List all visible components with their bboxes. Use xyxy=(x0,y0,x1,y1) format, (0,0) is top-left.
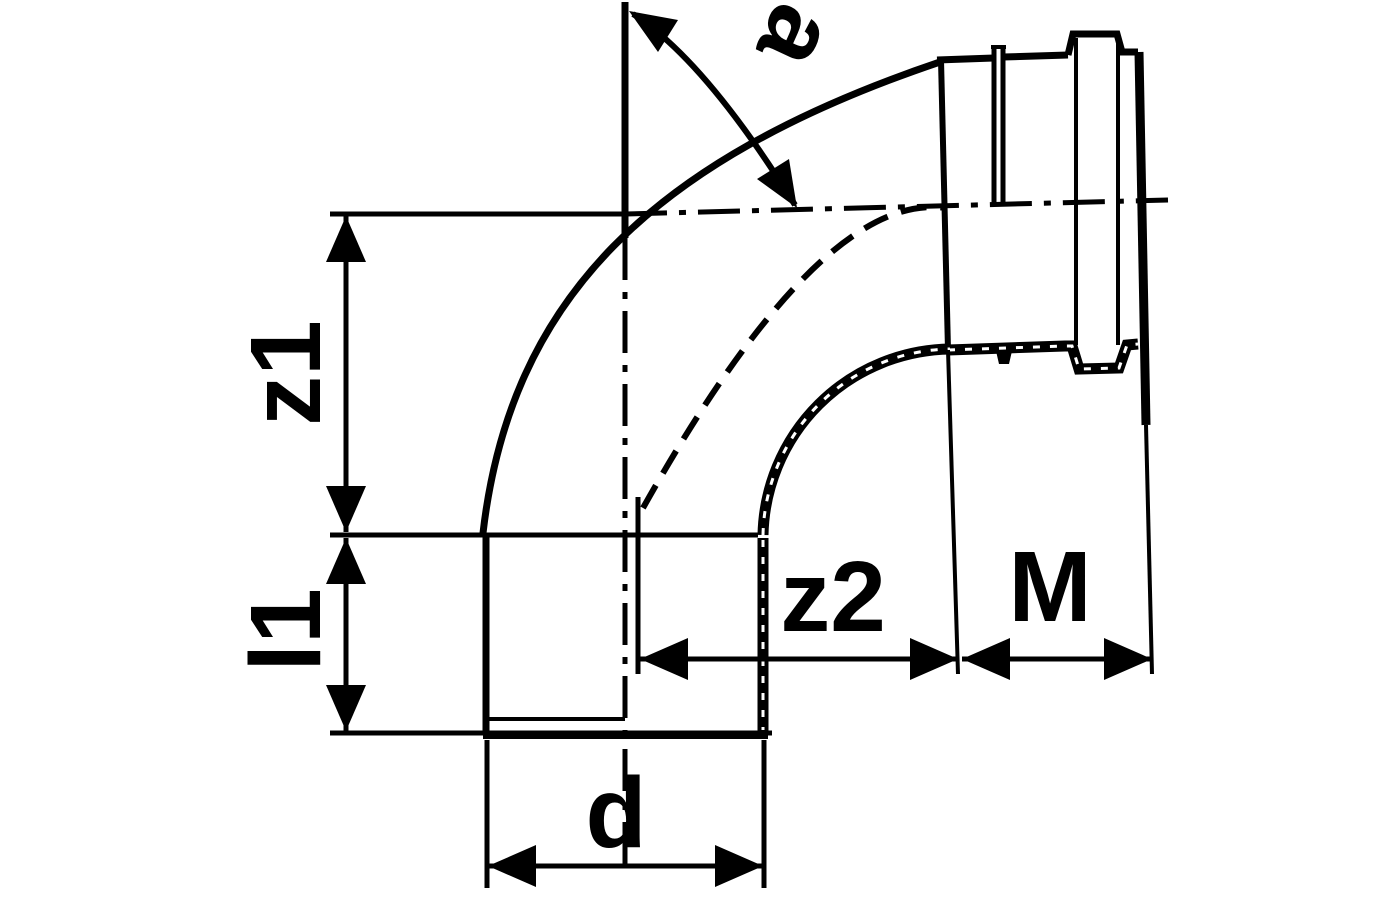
dimension-m: M xyxy=(962,424,1154,680)
dimension-z1: z1 xyxy=(230,211,628,532)
socket-start-edge xyxy=(938,59,951,351)
z1-arrowhead-top xyxy=(326,216,366,262)
socket-bottom-wall-section xyxy=(947,338,1139,375)
socket-rib-section-bump xyxy=(996,351,1012,364)
hidden-bore-curve xyxy=(640,204,947,510)
d-arrowhead-left xyxy=(488,845,536,887)
angle-label: a xyxy=(735,0,861,88)
d-arrowhead-right xyxy=(715,845,763,887)
m-extension-right xyxy=(1144,424,1154,675)
z1-label: z1 xyxy=(230,320,342,426)
outer-bend-curve xyxy=(479,58,942,534)
socket-top-edge-left xyxy=(936,54,995,64)
centerlines xyxy=(621,2,1169,876)
l1-label: l1 xyxy=(230,588,342,671)
m-label: M xyxy=(1008,531,1091,643)
l1-arrowhead-bottom xyxy=(326,685,366,731)
z2-arrowhead-left xyxy=(640,638,688,680)
z2-arrowhead-right xyxy=(910,638,958,680)
m-arrowhead-right xyxy=(1104,638,1152,680)
socket-collar-profile xyxy=(1064,30,1138,56)
d-label: d xyxy=(585,757,646,869)
angle-arrowhead-top xyxy=(629,11,678,52)
dimension-z2: z2 xyxy=(635,349,960,680)
dimension-d: d xyxy=(484,740,767,888)
angle-arrowhead-bottom xyxy=(757,159,797,208)
z2-label: z2 xyxy=(780,541,886,653)
socket-end-face xyxy=(1134,51,1151,426)
l1-arrowhead-top xyxy=(326,538,366,584)
z2-extension-right xyxy=(946,349,960,675)
z1-arrowhead-bottom xyxy=(326,486,366,532)
inner-bend-wall-section xyxy=(757,343,951,536)
section-walls xyxy=(757,338,1139,732)
m-arrowhead-left xyxy=(962,638,1010,680)
outlet-axis-centerline xyxy=(624,197,1169,217)
socket-top-edge-mid xyxy=(1002,51,1069,61)
dimension-l1: l1 xyxy=(230,532,772,736)
